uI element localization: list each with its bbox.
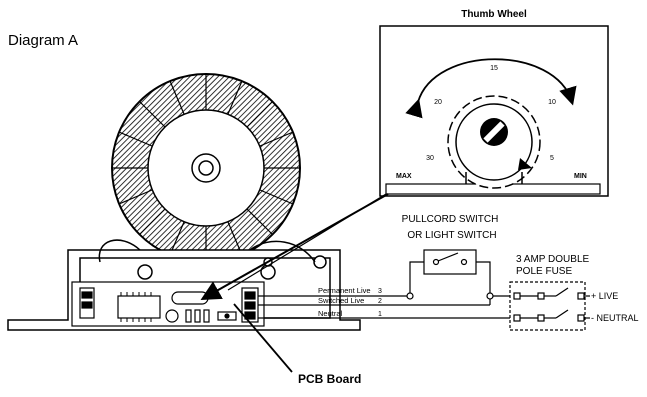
wire-label-neutral: Neutral [318, 309, 343, 318]
fuse-label-1: 3 AMP DOUBLE [516, 254, 590, 265]
wire-number-3: 3 [378, 288, 382, 295]
terminal-live: + LIVE [591, 291, 618, 301]
wire-number-2: 2 [378, 298, 382, 305]
thumb-wheel-inset [379, 25, 609, 197]
wire-label-switched-live: Switched Live [318, 296, 364, 305]
min-label: MIN [574, 173, 587, 180]
thumb-wheel-title: Thumb Wheel [461, 9, 527, 20]
switch-label-2: OR LIGHT SWITCH [407, 230, 496, 241]
scale-20: 20 [434, 99, 442, 106]
wire-label-permanent-live: Permanent Live [318, 286, 371, 295]
max-label: MAX [396, 173, 412, 180]
inset-pointer-line-2 [227, 193, 387, 291]
wire-number-1: 1 [378, 311, 382, 318]
wiring [258, 261, 510, 319]
scale-15: 15 [490, 65, 498, 72]
scale-10: 10 [548, 99, 556, 106]
switch-label-1: PULLCORD SWITCH [402, 214, 499, 225]
pcb-pointer-line [233, 303, 293, 373]
fan-unit [111, 73, 301, 263]
diagram-title: Diagram A [8, 32, 78, 49]
scale-30: 30 [426, 155, 434, 162]
scale-5: 5 [550, 155, 554, 162]
pcb-board [71, 281, 265, 327]
terminal-neutral: - NEUTRAL [591, 313, 639, 323]
pullcord-switch [423, 249, 477, 275]
double-pole-fuse [509, 281, 590, 331]
fuse-label-2: POLE FUSE [516, 266, 572, 277]
pcb-label: PCB Board [298, 372, 361, 386]
